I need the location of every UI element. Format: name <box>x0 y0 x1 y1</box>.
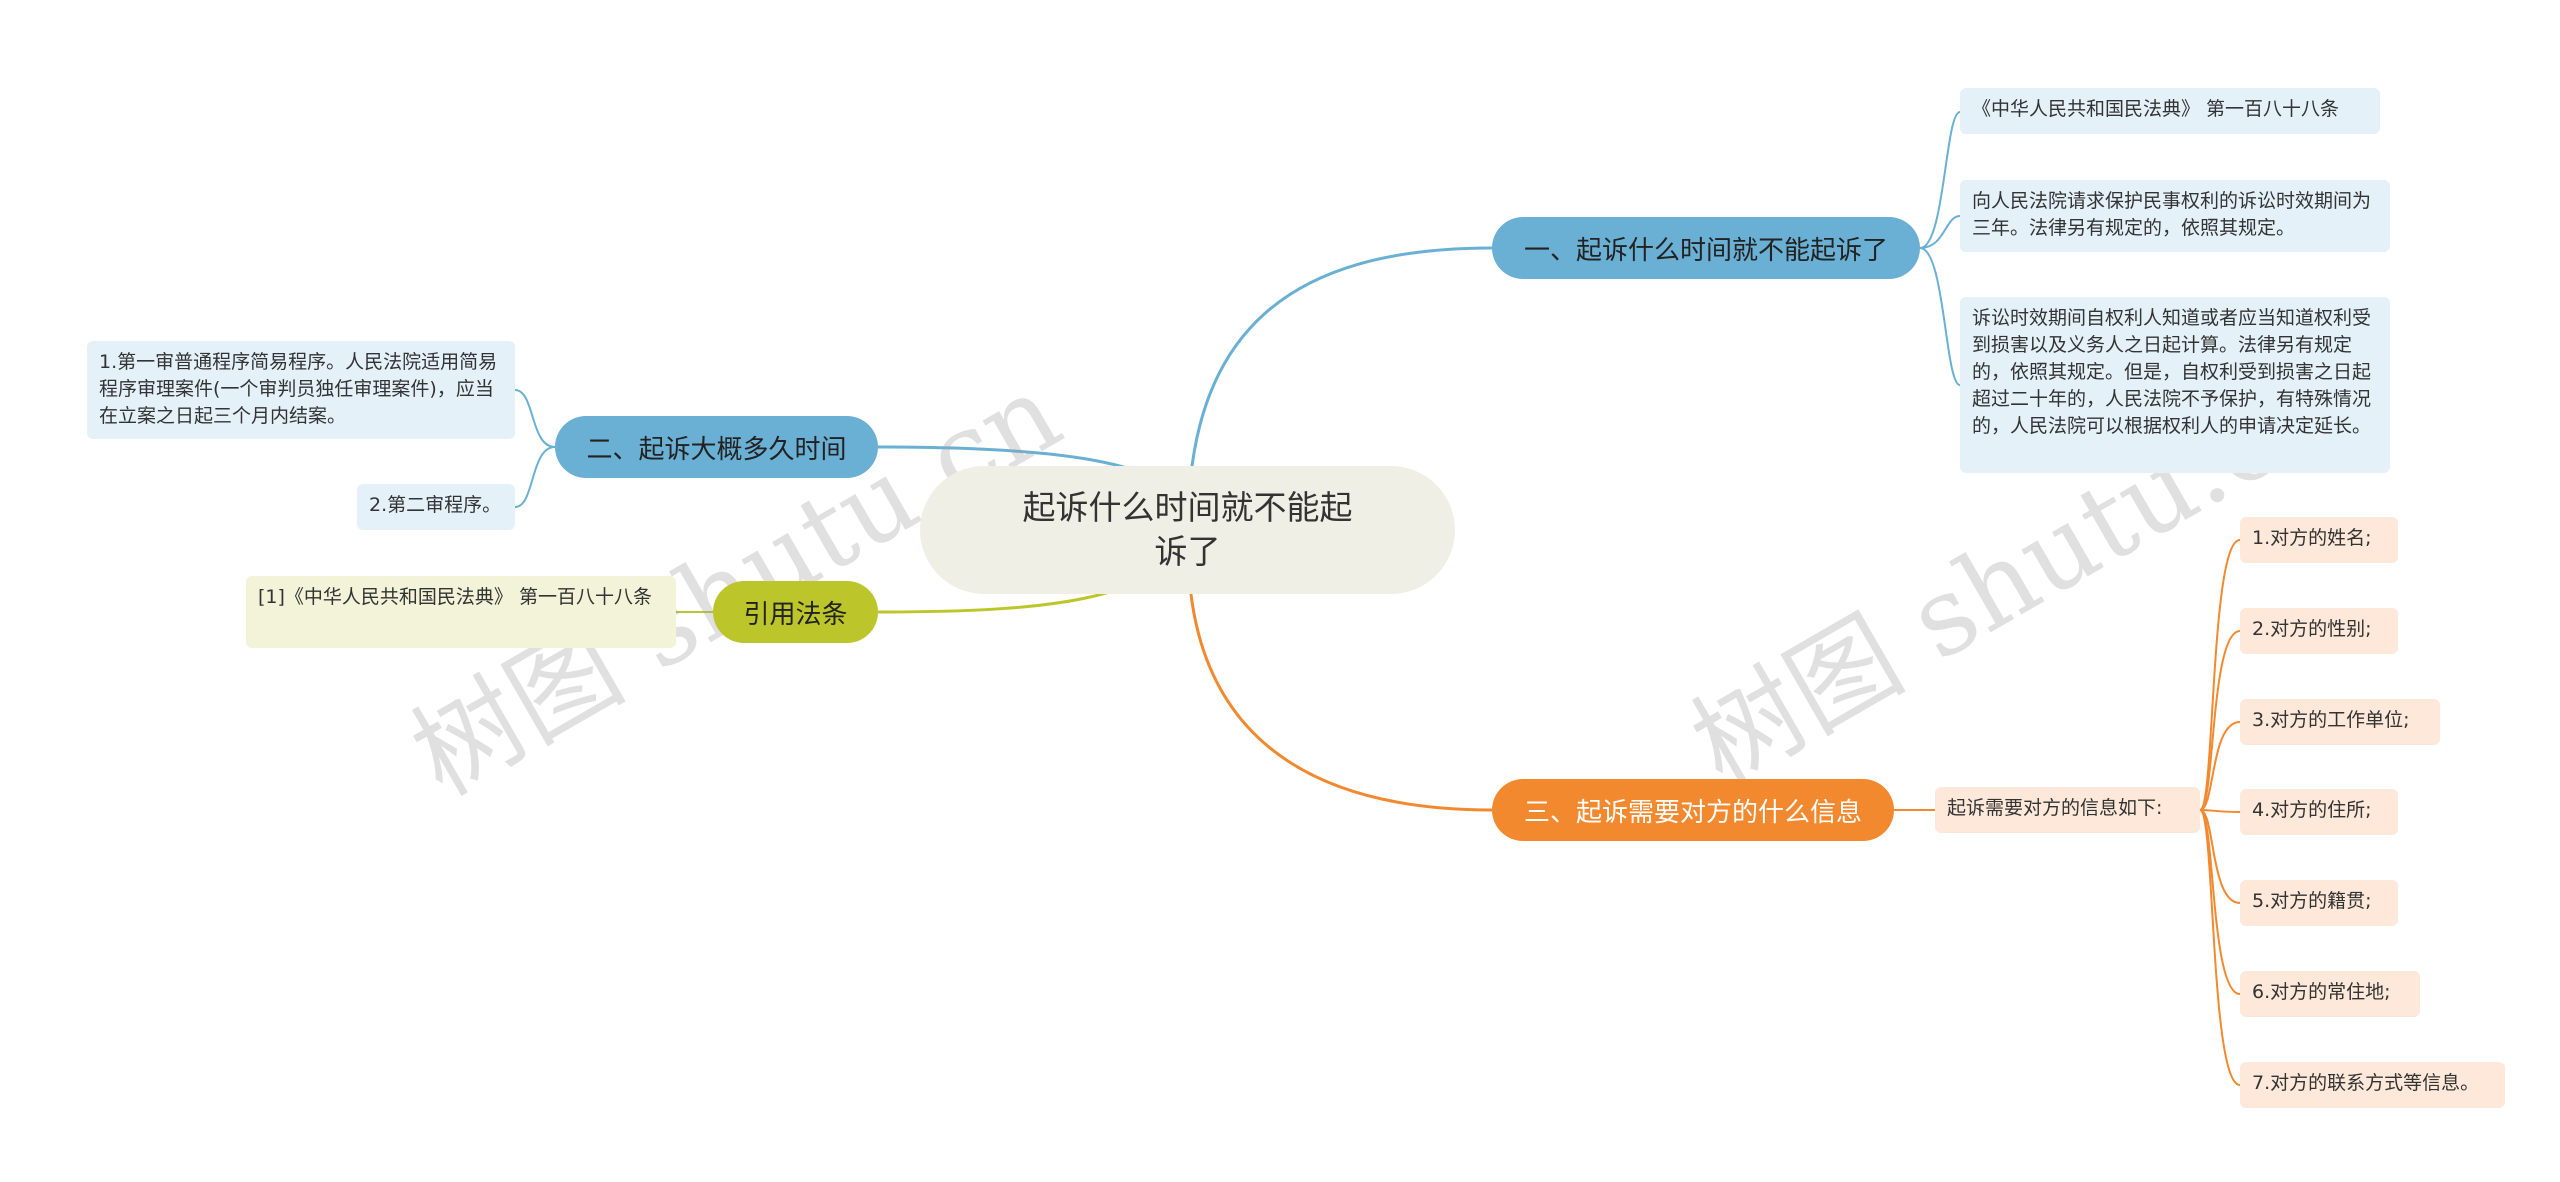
link-b1-leaf3 <box>1919 247 1961 386</box>
leaf-info-habitual-residence[interactable]: 6.对方的常住地; <box>2240 971 2420 1017</box>
leaf-second-instance[interactable]: 2.第二审程序。 <box>357 484 515 530</box>
link-b2-leaf2 <box>514 446 556 508</box>
leaf-three-year-period[interactable]: 向人民法院请求保护民事权利的诉讼时效期间为三年。法律另有规定的，依照其规定。 <box>1960 180 2390 252</box>
leaf-info-name[interactable]: 1.对方的姓名; <box>2240 517 2398 563</box>
link-root-b1 <box>1186 246 1493 531</box>
leaf-info-employer[interactable]: 3.对方的工作单位; <box>2240 699 2440 745</box>
leaf-period-calculation[interactable]: 诉讼时效期间自权利人知道或者应当知道权利受到损害以及义务人之日起计算。法律另有规… <box>1960 297 2390 473</box>
branch-lawsuit-duration[interactable]: 二、起诉大概多久时间 <box>555 416 878 478</box>
link-b1-leaf1 <box>1919 111 1961 249</box>
leaf-info-gender[interactable]: 2.对方的性别; <box>2240 608 2398 654</box>
leaf-first-instance[interactable]: 1.第一审普通程序简易程序。人民法院适用简易程序审理案件(一个审判员独任审理案件… <box>87 341 515 439</box>
leaf-civil-code-article[interactable]: 《中华人民共和国民法典》 第一百八十八条 <box>1960 88 2380 134</box>
branch-cited-law[interactable]: 引用法条 <box>713 581 878 643</box>
link-root-b4 <box>1186 544 1493 812</box>
leaf-info-native-place[interactable]: 5.对方的籍贯; <box>2240 880 2398 926</box>
link-sub-leaf2 <box>2199 630 2241 811</box>
link-sub-leaf7 <box>2199 809 2241 1086</box>
leaf-info-contact[interactable]: 7.对方的联系方式等信息。 <box>2240 1062 2505 1108</box>
link-b2-leaf1 <box>514 389 556 448</box>
branch-statute-limit[interactable]: 一、起诉什么时间就不能起诉了 <box>1492 217 1920 279</box>
leaf-cited-article[interactable]: [1]《中华人民共和国民法典》 第一百八十八条 <box>246 576 676 648</box>
leaf-info-residence[interactable]: 4.对方的住所; <box>2240 789 2398 835</box>
link-b1-leaf2 <box>1919 215 1961 249</box>
link-sub-leaf4 <box>2199 809 2241 813</box>
link-sub-leaf3 <box>2199 721 2241 811</box>
link-sub-leaf1 <box>2199 539 2241 811</box>
leaf-info-intro[interactable]: 起诉需要对方的信息如下: <box>1935 787 2200 833</box>
branch-defendant-info[interactable]: 三、起诉需要对方的什么信息 <box>1492 779 1894 841</box>
link-sub-leaf5 <box>2199 809 2241 904</box>
root-topic[interactable]: 起诉什么时间就不能起诉了 <box>920 466 1455 594</box>
